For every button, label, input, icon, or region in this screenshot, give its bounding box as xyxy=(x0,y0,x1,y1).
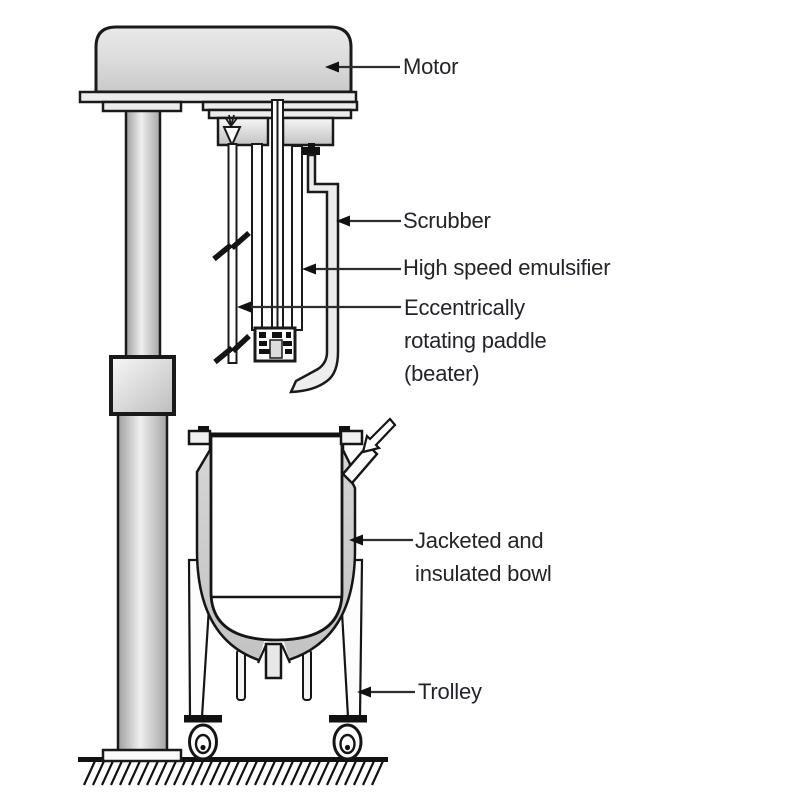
emulsifier-shaft xyxy=(291,145,303,331)
bowl-notch-right xyxy=(280,644,292,664)
hatch-line xyxy=(281,760,294,786)
label-paddle-line3: (beater) xyxy=(404,361,480,386)
motor-mount-plate xyxy=(78,90,358,104)
hatch-line xyxy=(218,760,231,786)
drive-head xyxy=(78,25,359,394)
hatch-line xyxy=(290,760,303,786)
bowl-outlet-tube xyxy=(264,642,283,680)
bowl-leader-arrow xyxy=(349,534,413,546)
column-base-plate xyxy=(101,748,183,763)
label-paddle: Eccentrically rotating paddle (beater) xyxy=(404,291,547,390)
label-bowl-line2: insulated bowl xyxy=(415,561,552,586)
hatch-line xyxy=(317,760,330,786)
paddle-leader-arrow xyxy=(237,301,401,313)
hatch-line xyxy=(344,760,357,786)
support-column xyxy=(101,98,183,763)
leader-arrows xyxy=(237,61,415,698)
emulsifier-head-block xyxy=(253,326,297,363)
bowl-drain-pin-left xyxy=(236,649,246,701)
ground-hatching xyxy=(83,760,384,786)
scrubber-fitting-stem xyxy=(308,143,315,148)
emulsifier-leader-arrow xyxy=(302,263,401,275)
bowl-rim-clamp-right xyxy=(339,429,364,446)
hatch-line xyxy=(83,760,96,786)
label-trolley: Trolley xyxy=(418,679,482,704)
label-emulsifier: High speed emulsifier xyxy=(403,255,611,280)
label-motor: Motor xyxy=(403,54,459,79)
gear-housing-right xyxy=(281,116,335,147)
hatch-line xyxy=(119,760,132,786)
bowl-rim-clamp-left xyxy=(187,429,212,446)
label-paddle-line1: Eccentrically xyxy=(404,295,525,320)
hatch-line xyxy=(362,760,375,786)
hatch-line xyxy=(236,760,249,786)
hatch-line xyxy=(191,760,204,786)
bowl-inlet-pipe xyxy=(341,443,379,485)
hatch-line xyxy=(272,760,285,786)
hatch-line xyxy=(110,760,123,786)
caster-mount-right xyxy=(329,715,367,723)
hatch-line xyxy=(227,760,240,786)
bowl-drain-pin-right xyxy=(302,649,312,701)
hatch-line xyxy=(155,760,168,786)
hatch-line xyxy=(209,760,222,786)
trolley xyxy=(184,558,367,761)
label-scrubber: Scrubber xyxy=(403,208,491,233)
paddle-blade-upper xyxy=(212,230,251,262)
secondary-shaft xyxy=(251,143,263,331)
bowl-interior xyxy=(209,434,344,642)
bowl-rim-lug-right xyxy=(339,426,350,433)
hatch-line xyxy=(101,760,114,786)
label-bowl: Jacketed and insulated bowl xyxy=(415,524,552,590)
hatch-line xyxy=(164,760,177,786)
motor-body xyxy=(94,25,353,94)
hatch-line xyxy=(200,760,213,786)
upper-column xyxy=(124,98,162,360)
caster-mount-left xyxy=(184,715,222,723)
hatch-line xyxy=(128,760,141,786)
caster-wheel-right xyxy=(332,723,363,761)
hatch-line xyxy=(92,760,105,786)
label-bowl-line1: Jacketed and xyxy=(415,528,544,553)
hatch-line xyxy=(263,760,276,786)
paddle-blade-lower xyxy=(213,333,251,365)
scrubber-leader-arrow xyxy=(336,215,401,227)
hatch-line xyxy=(371,760,384,786)
hatch-line xyxy=(299,760,312,786)
hatch-line xyxy=(245,760,258,786)
paddle-shaft xyxy=(227,143,238,364)
column-collar xyxy=(109,355,176,416)
hatch-line xyxy=(137,760,150,786)
trolley-leader-arrow xyxy=(357,686,415,698)
inlet-direction-arrow xyxy=(361,417,397,454)
caster-wheel-left xyxy=(188,723,218,761)
label-paddle-line2: rotating paddle xyxy=(404,328,547,353)
hatch-line xyxy=(308,760,321,786)
hatch-line xyxy=(182,760,195,786)
hatch-line xyxy=(326,760,339,786)
coupling-detail xyxy=(222,114,242,148)
hatch-line xyxy=(254,760,267,786)
jacketed-bowl xyxy=(187,417,397,701)
bowl-notch-left xyxy=(256,644,268,664)
bowl-rim-lug-left xyxy=(198,426,209,433)
gear-housing-left xyxy=(216,116,270,147)
hatch-line xyxy=(146,760,159,786)
hatch-line xyxy=(353,760,366,786)
column-top-plate xyxy=(101,100,183,113)
bowl-rim xyxy=(208,432,345,437)
motor-leader-arrow xyxy=(325,61,400,73)
scrubber-pipe xyxy=(289,153,340,394)
scrubber-fitting xyxy=(302,147,320,155)
hatch-line xyxy=(173,760,186,786)
hatch-line xyxy=(335,760,348,786)
lower-column xyxy=(116,408,169,753)
ground-line xyxy=(78,757,388,762)
ground xyxy=(78,757,388,786)
